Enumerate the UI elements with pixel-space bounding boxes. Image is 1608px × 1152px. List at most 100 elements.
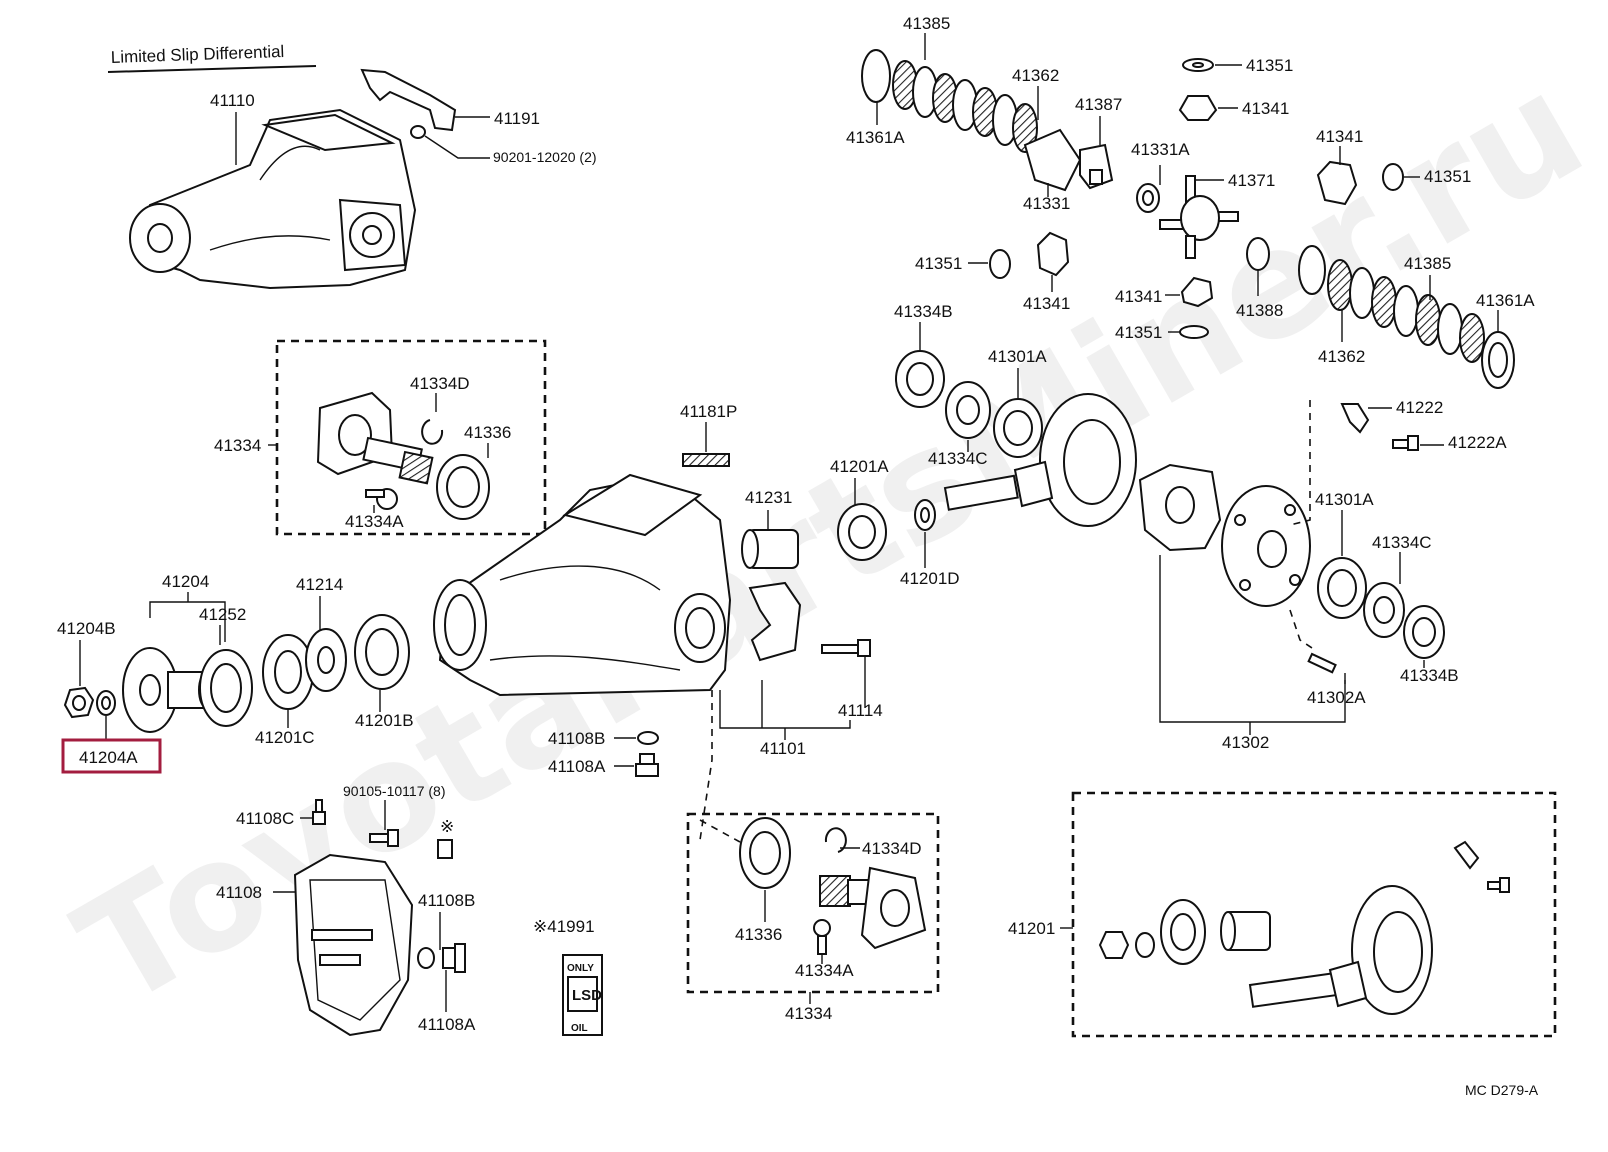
gear-41341-d[interactable] [1180, 276, 1214, 308]
label-41214: 41214 [296, 575, 343, 594]
thrust-block-41388[interactable] [1246, 237, 1270, 271]
diff-carrier-assembly[interactable] [129, 108, 417, 290]
reference-mark: ※ [440, 817, 454, 836]
oil-seal-41252[interactable] [199, 649, 253, 727]
shim-41334C-lower[interactable] [1363, 582, 1405, 638]
oil-label-41991[interactable]: ONLY LSD OIL [562, 954, 603, 1036]
label-41204B: 41204B [57, 619, 116, 638]
oil-label-top: ONLY [567, 963, 594, 974]
label-41351-b: 41351 [1424, 167, 1471, 186]
label-41351-c: 41351 [915, 254, 962, 273]
label-41334-upper: 41334 [214, 436, 261, 455]
label-41361A-upper: 41361A [846, 128, 905, 147]
group-box-41201 [1071, 791, 1557, 1038]
label-90105: 90105-10117 (8) [343, 783, 445, 799]
bearing-41334B-lower[interactable] [1403, 605, 1445, 659]
label-41341-c: 41341 [1023, 294, 1070, 313]
label-41222A: 41222A [1448, 433, 1507, 452]
kit-41201-parts[interactable] [1098, 840, 1510, 1015]
highlight-box-41204A [61, 738, 162, 774]
gear-41341-a[interactable] [1178, 95, 1218, 121]
shim-41334C-upper[interactable] [945, 381, 991, 439]
pinion-shaft-41371[interactable] [1159, 175, 1239, 259]
washer-41351-a[interactable] [1182, 58, 1214, 72]
spring-41331A[interactable] [1136, 183, 1160, 213]
bearing-41201C[interactable] [262, 634, 314, 710]
bolt-41334A-upper[interactable] [365, 488, 398, 510]
clutch-pack-lower[interactable] [1298, 245, 1515, 389]
label-41341-b: 41341 [1316, 127, 1363, 146]
label-41204A[interactable]: 41204A [79, 748, 138, 767]
side-gear-shaft-41334-lower[interactable] [819, 866, 927, 950]
oil-seal-41336-upper[interactable] [436, 454, 490, 520]
ring-gear-pinion[interactable] [943, 393, 1137, 527]
gasket-41108B-lower[interactable] [417, 947, 435, 969]
label-41341-d: 41341 [1115, 287, 1162, 306]
bolt-41114[interactable] [821, 639, 871, 657]
plug-41108A-upper[interactable] [635, 753, 659, 777]
washer-41351-c[interactable] [989, 249, 1011, 279]
bearing-41334B-upper[interactable] [895, 350, 945, 408]
gear-41341-c[interactable] [1036, 231, 1070, 277]
nut-90201[interactable] [410, 125, 426, 139]
stud-41181P[interactable] [682, 453, 730, 467]
bearing-cap[interactable] [748, 581, 802, 662]
label-41385-upper: 41385 [903, 14, 950, 33]
label-41101: 41101 [760, 739, 806, 758]
bolt-41222A[interactable] [1392, 435, 1419, 451]
bearing-41201A[interactable] [837, 503, 887, 561]
label-41231: 41231 [745, 488, 792, 507]
label-41334C-upper: 41334C [928, 449, 988, 468]
washer-41351-b[interactable] [1382, 163, 1404, 191]
plug-41108A-lower[interactable] [442, 943, 466, 973]
label-41387: 41387 [1075, 95, 1122, 114]
spacer-41214[interactable] [305, 628, 347, 692]
label-41108A-lower: 41108A [418, 1015, 476, 1034]
washer-41351-d[interactable] [1179, 325, 1209, 339]
oil-seal-41336-lower[interactable] [739, 817, 791, 889]
bearing-41201B[interactable] [354, 614, 410, 690]
tag-plate[interactable] [437, 839, 453, 859]
bearing-41301A-lower[interactable] [1317, 557, 1367, 619]
bolt-90105[interactable] [369, 829, 399, 847]
clutch-pack-upper[interactable] [861, 49, 1114, 192]
label-41341-a: 41341 [1242, 99, 1289, 118]
bolt-41334A-lower[interactable] [813, 919, 831, 955]
label-41361A-lower: 41361A [1476, 291, 1535, 310]
snap-ring-41334D-upper[interactable] [421, 419, 444, 445]
label-41114: 41114 [838, 701, 883, 720]
bolt-41302A[interactable] [1307, 652, 1337, 674]
label-41351-a: 41351 [1246, 56, 1293, 75]
sleeve-41231[interactable] [741, 529, 799, 569]
cover-41108[interactable] [293, 853, 414, 1037]
label-41252: 41252 [199, 605, 246, 624]
label-41108A-upper: 41108A [548, 757, 606, 776]
spacer-41201D[interactable] [914, 499, 936, 531]
label-41362-lower: 41362 [1318, 347, 1365, 366]
label-41108B-lower: 41108B [418, 891, 475, 910]
label-41201C: 41201C [255, 728, 315, 747]
label-41191: 41191 [494, 109, 540, 128]
label-41201D: 41201D [900, 569, 960, 588]
bracket-41191[interactable] [360, 68, 457, 132]
diagram-code: MC D279-A [1465, 1082, 1539, 1098]
washer-41204A[interactable] [96, 690, 116, 716]
label-90201: 90201-12020 (2) [493, 149, 597, 165]
label-41302A: 41302A [1307, 688, 1366, 707]
bearing-41301A-upper[interactable] [993, 398, 1043, 458]
gasket-41108B-upper[interactable] [637, 731, 659, 745]
diff-case-41302[interactable] [1138, 463, 1311, 607]
breather-41108C[interactable] [312, 799, 326, 825]
label-41334D-upper: 41334D [410, 374, 470, 393]
lock-plate-41222[interactable] [1340, 403, 1370, 434]
gear-41341-b[interactable] [1316, 160, 1358, 206]
label-41334B-upper: 41334B [894, 302, 953, 321]
label-41362-upper: 41362 [1012, 66, 1059, 85]
label-41222: 41222 [1396, 398, 1443, 417]
carrier-housing-41101[interactable] [433, 473, 732, 697]
label-41201: 41201 [1008, 919, 1055, 938]
label-41336-upper: 41336 [464, 423, 511, 442]
nut-41204B[interactable] [63, 686, 95, 719]
side-gear-shaft-41334-upper[interactable] [316, 391, 434, 485]
